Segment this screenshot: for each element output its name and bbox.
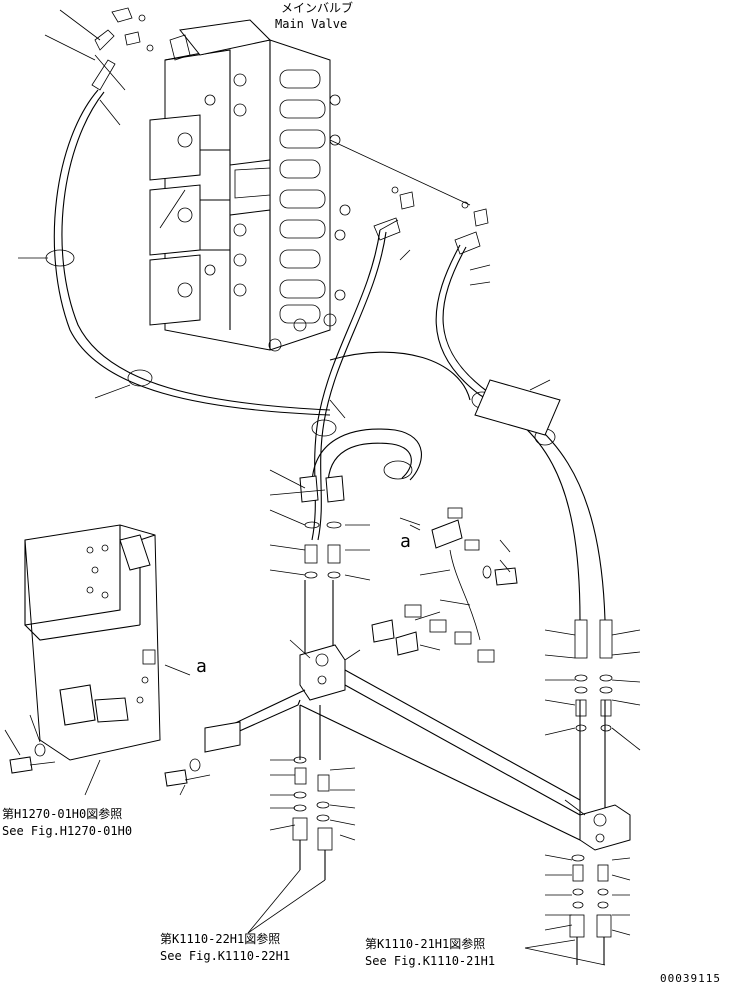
drawing-number: 00039115	[660, 972, 721, 985]
view-a-label-top: a	[400, 531, 411, 552]
ref-h1270-en: See Fig.H1270-01H0	[2, 824, 133, 838]
lower-center-fittings	[269, 756, 356, 880]
u-bend-hose	[299, 428, 422, 503]
ref-k1110-22-jp: 第K1110-22H1図参照	[160, 932, 281, 946]
view-a-label-side: a	[196, 656, 207, 677]
bolts	[4, 714, 211, 796]
ref-h1270-jp: 第H1270-01H0図参照	[2, 807, 123, 821]
leader-lines	[159, 189, 606, 966]
ref-k1110-21-jp: 第K1110-21H1図参照	[365, 937, 486, 951]
mounting-bracket	[24, 524, 161, 761]
center-fitting-stack	[269, 469, 371, 660]
main-valve	[149, 19, 351, 352]
center-right-hoses	[311, 139, 606, 621]
right-fitting-stack	[544, 619, 641, 751]
main-valve-label-jp: メインバルブ	[281, 1, 354, 15]
top-left-fittings	[44, 7, 191, 126]
left-hose	[18, 89, 331, 416]
steel-tubing	[204, 669, 606, 841]
sensor-bracket	[404, 507, 518, 663]
junction-block-center	[289, 611, 441, 701]
ref-k1110-22-en: See Fig.K1110-22H1	[160, 949, 291, 963]
main-valve-label-en: Main Valve	[275, 17, 348, 31]
junction-block-right	[544, 799, 631, 965]
ref-k1110-21-en: See Fig.K1110-21H1	[365, 954, 496, 968]
